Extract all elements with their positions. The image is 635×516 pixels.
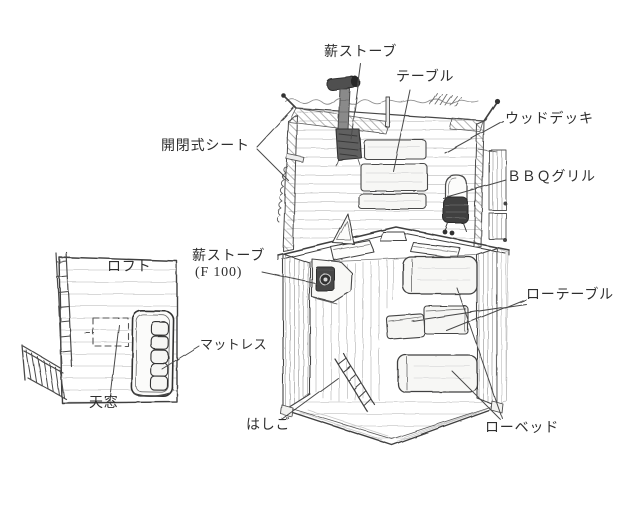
leader-wood-deck	[444, 120, 504, 154]
deck-table-1	[363, 139, 427, 160]
skylight-dashed	[92, 317, 129, 347]
leader-bbq-grill	[442, 179, 507, 199]
corner-post-right	[483, 102, 497, 122]
panel-knob-1	[503, 201, 507, 205]
corner-foot-right	[490, 400, 504, 414]
label-loft: ロフト	[107, 260, 152, 275]
label-wood-stove-f100-name: 薪ストーブ	[192, 249, 266, 264]
loft-railing	[21, 344, 67, 400]
deck-wall-left	[282, 114, 298, 252]
label-wood-stove-f100-model: (F 100)	[195, 265, 243, 280]
interior-ladder	[334, 352, 375, 412]
roof-deck-view	[276, 76, 507, 252]
leader-wood-stove-f100	[261, 271, 319, 285]
leader-mattress	[161, 345, 200, 370]
background-scribble	[285, 97, 479, 105]
roof-vent	[379, 231, 408, 242]
post-knob-right	[494, 98, 500, 104]
post-knob-left	[281, 93, 287, 99]
leader-table	[392, 89, 411, 172]
label-bbq-grill: ＢＢＱグリル	[507, 170, 596, 185]
leader-wood-stove-roof	[350, 63, 362, 140]
label-wood-stove-f100: 薪ストーブ (F 100)	[192, 249, 265, 281]
panel-knob-2	[503, 238, 507, 242]
label-wood-deck: ウッドデッキ	[505, 112, 594, 127]
gable-roof	[277, 213, 510, 261]
label-openable-sheet: 開閉式シート	[161, 139, 250, 154]
outer-panel-lower	[488, 212, 507, 240]
leader-openable-sheet	[256, 106, 295, 182]
outer-panel-upper	[488, 149, 507, 211]
label-skylight: 天窓	[89, 396, 119, 411]
grass-marks	[429, 92, 462, 107]
label-mattress: マットレス	[200, 337, 268, 352]
corner-post-left	[284, 96, 297, 109]
bbq-grill	[442, 174, 469, 236]
mattress	[130, 310, 175, 398]
wood-stove-chimney	[326, 76, 362, 167]
label-low-bed: ローベッド	[485, 421, 559, 436]
low-bed-2	[397, 354, 478, 393]
leaning-panel	[332, 213, 355, 245]
low-beds	[397, 256, 478, 393]
interior-wall-strokes	[315, 259, 394, 403]
ground-floor-view	[280, 247, 509, 446]
low-bed-1	[402, 256, 478, 295]
right-wall	[476, 247, 498, 407]
leader-low-table	[411, 298, 527, 332]
corner-foot-left	[280, 404, 294, 418]
low-table-1	[385, 313, 426, 340]
floor	[288, 394, 497, 445]
leader-ladder	[281, 377, 339, 420]
deck-table-3	[358, 193, 427, 210]
railing-post	[385, 96, 390, 128]
wood-stove-f100	[311, 258, 353, 305]
leader-low-bed	[451, 287, 503, 420]
floor-strokes	[299, 408, 487, 442]
label-table: テーブル	[396, 70, 455, 85]
skylight-leader	[109, 324, 120, 402]
loft-ladder	[55, 251, 73, 369]
ceiling-edge	[309, 254, 477, 263]
right-outer-siding	[496, 247, 509, 407]
loft-plan-view	[21, 251, 178, 404]
deck-wall-right	[473, 120, 485, 248]
label-wood-stove-roof: 薪ストーブ	[324, 45, 398, 60]
sheet-roller-bar	[285, 152, 304, 163]
leader-lines	[161, 63, 527, 420]
floor-front-edge	[287, 406, 498, 446]
label-ladder: はしご	[246, 418, 291, 433]
deck-tables	[358, 139, 428, 210]
label-low-table: ローテーブル	[526, 288, 614, 303]
low-tables	[385, 305, 469, 340]
